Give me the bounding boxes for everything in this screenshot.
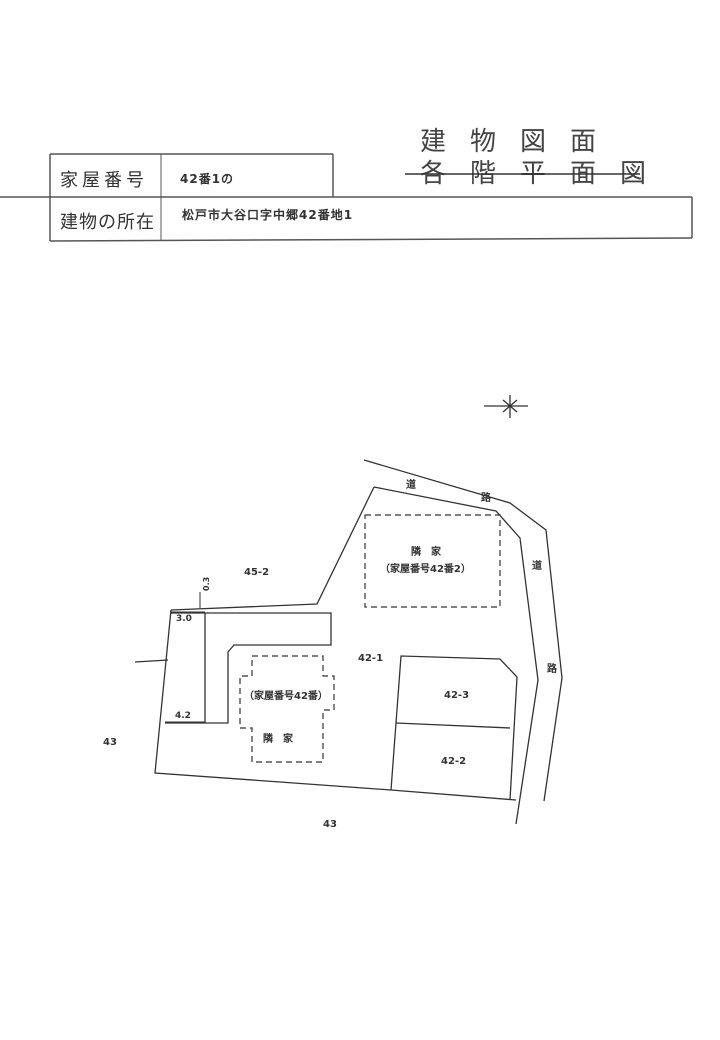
dimension-4-2: 4.2 <box>175 711 191 721</box>
lot-label-42-3: 42-3 <box>444 690 470 701</box>
location-label: 建物の所在 <box>60 212 155 233</box>
house-number-value: 42番1の <box>180 172 235 186</box>
lot-label-45-2: 45-2 <box>244 567 270 578</box>
house-number-label: 家屋番号 <box>60 170 148 191</box>
main-house-outline <box>239 655 335 763</box>
header-table-lines <box>0 153 693 242</box>
neighbor-house-type: 隣 家 <box>411 547 441 558</box>
dimension-3-0: 3.0 <box>176 614 192 624</box>
road-char-3: 道 <box>532 561 542 572</box>
location-value: 松戸市大谷口字中郷42番地1 <box>182 208 354 222</box>
document-title: 建物図面 <box>420 127 621 157</box>
lot-label-43-south: 43 <box>323 819 337 830</box>
header-table: 家屋番号 42番1の 建物の所在 松戸市大谷口字中郷42番地1 <box>0 0 720 260</box>
main-house-number: （家屋番号42番） <box>244 691 328 702</box>
road-char-4: 路 <box>547 664 557 675</box>
road-char-1: 道 <box>406 480 416 491</box>
lot-label-42-2: 42-2 <box>441 756 467 767</box>
main-house-type: 隣 家 <box>263 734 293 745</box>
lot-label-42-1: 42-1 <box>358 653 384 664</box>
neighbor-house-outline <box>364 514 501 608</box>
neighbor-house-number: （家屋番号42番2） <box>380 564 471 575</box>
road-char-2: 路 <box>481 493 491 504</box>
lot-label-43-west: 43 <box>103 737 117 748</box>
dimension-0-3: 0.3 <box>202 576 211 591</box>
north-arrow-icon <box>484 395 528 418</box>
